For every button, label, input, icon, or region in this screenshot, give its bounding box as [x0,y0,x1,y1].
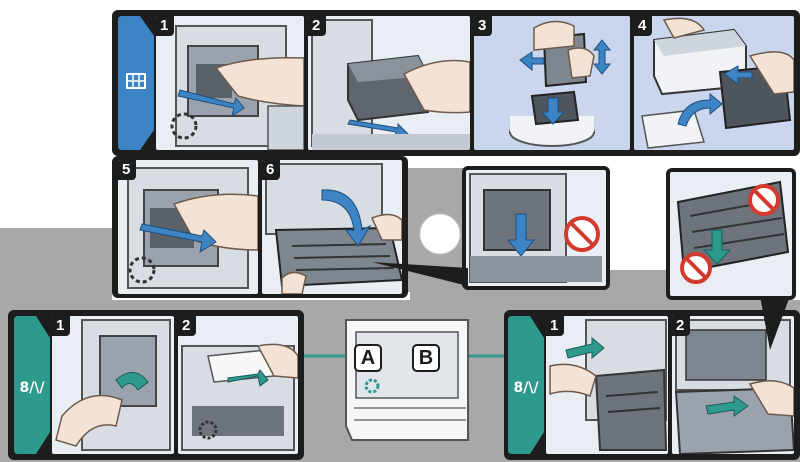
step-number: 3 [474,16,492,36]
svg-text:8/\/: 8/\/ [19,380,45,396]
label-b: B [412,344,440,372]
step-number: 2 [178,316,196,336]
paper-jam-tab-left: 8/\/ [14,316,50,454]
step-number: 1 [156,16,174,36]
paper-jam-tab-right: 8/\/ [508,316,544,454]
paper-jam-icon: 8/\/ [508,316,544,454]
step-number: 6 [262,160,280,180]
svg-text:8/\/: 8/\/ [513,380,539,396]
step-number: 5 [118,160,136,180]
toner-cartridge-icon [118,16,154,150]
step-number: 4 [634,16,652,36]
step-number: 1 [546,316,564,336]
label-a: A [354,344,382,372]
paper-jam-icon: 8/\/ [14,316,50,454]
step-number: 2 [308,16,326,36]
toner-tab [118,16,154,150]
step-number: 1 [52,316,70,336]
step-number: 2 [672,316,690,336]
